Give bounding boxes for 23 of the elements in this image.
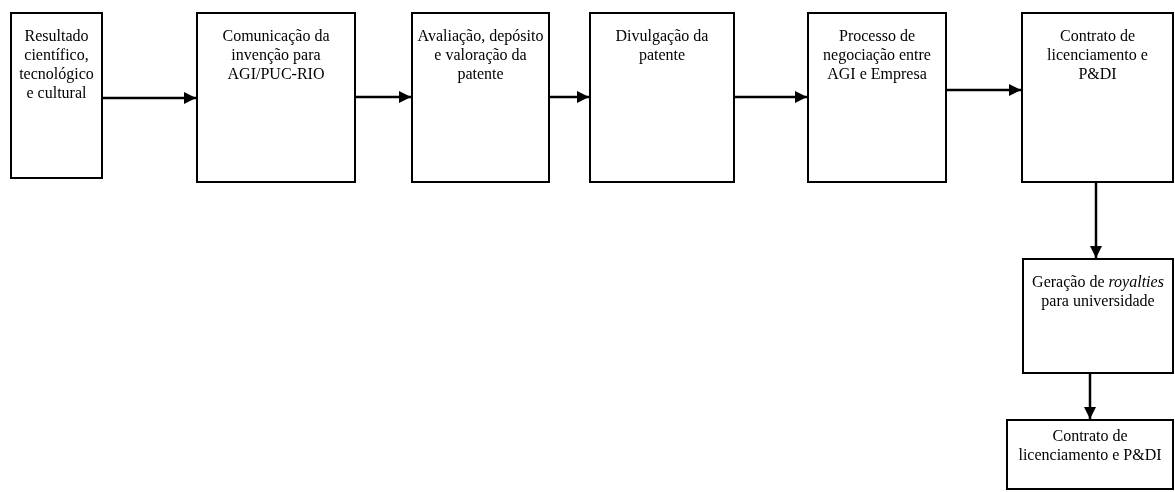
arrow [103, 91, 196, 105]
box-label: Contrato de licenciamento e P&DI [1046, 26, 1149, 83]
arrow [735, 90, 807, 104]
process-box [1021, 12, 1174, 183]
arrow [1089, 183, 1103, 258]
box-label: Comunicação da invenção para AGI/PUC-RIO [221, 26, 331, 83]
arrow [1083, 374, 1097, 419]
arrow [356, 90, 411, 104]
process-box [589, 12, 735, 183]
box-label: Divulgação da patente [614, 26, 710, 64]
process-box [411, 12, 550, 183]
box-label: Geração de royalties para universidade [1031, 272, 1165, 310]
box-label: Contrato de licenciamento e P&DI [1017, 426, 1163, 464]
box-label: Processo de negociação entre AGI e Empresa [822, 26, 932, 83]
process-box [196, 12, 356, 183]
process-box [1022, 258, 1174, 374]
process-box [1006, 419, 1174, 490]
arrow [550, 90, 589, 104]
process-box [807, 12, 947, 183]
box-label: Avaliação, depósito e valoração da patente [417, 26, 544, 83]
process-box [10, 12, 103, 179]
box-label: Resultado científico, tecnológico e cultural [18, 26, 95, 102]
arrow [947, 83, 1021, 97]
